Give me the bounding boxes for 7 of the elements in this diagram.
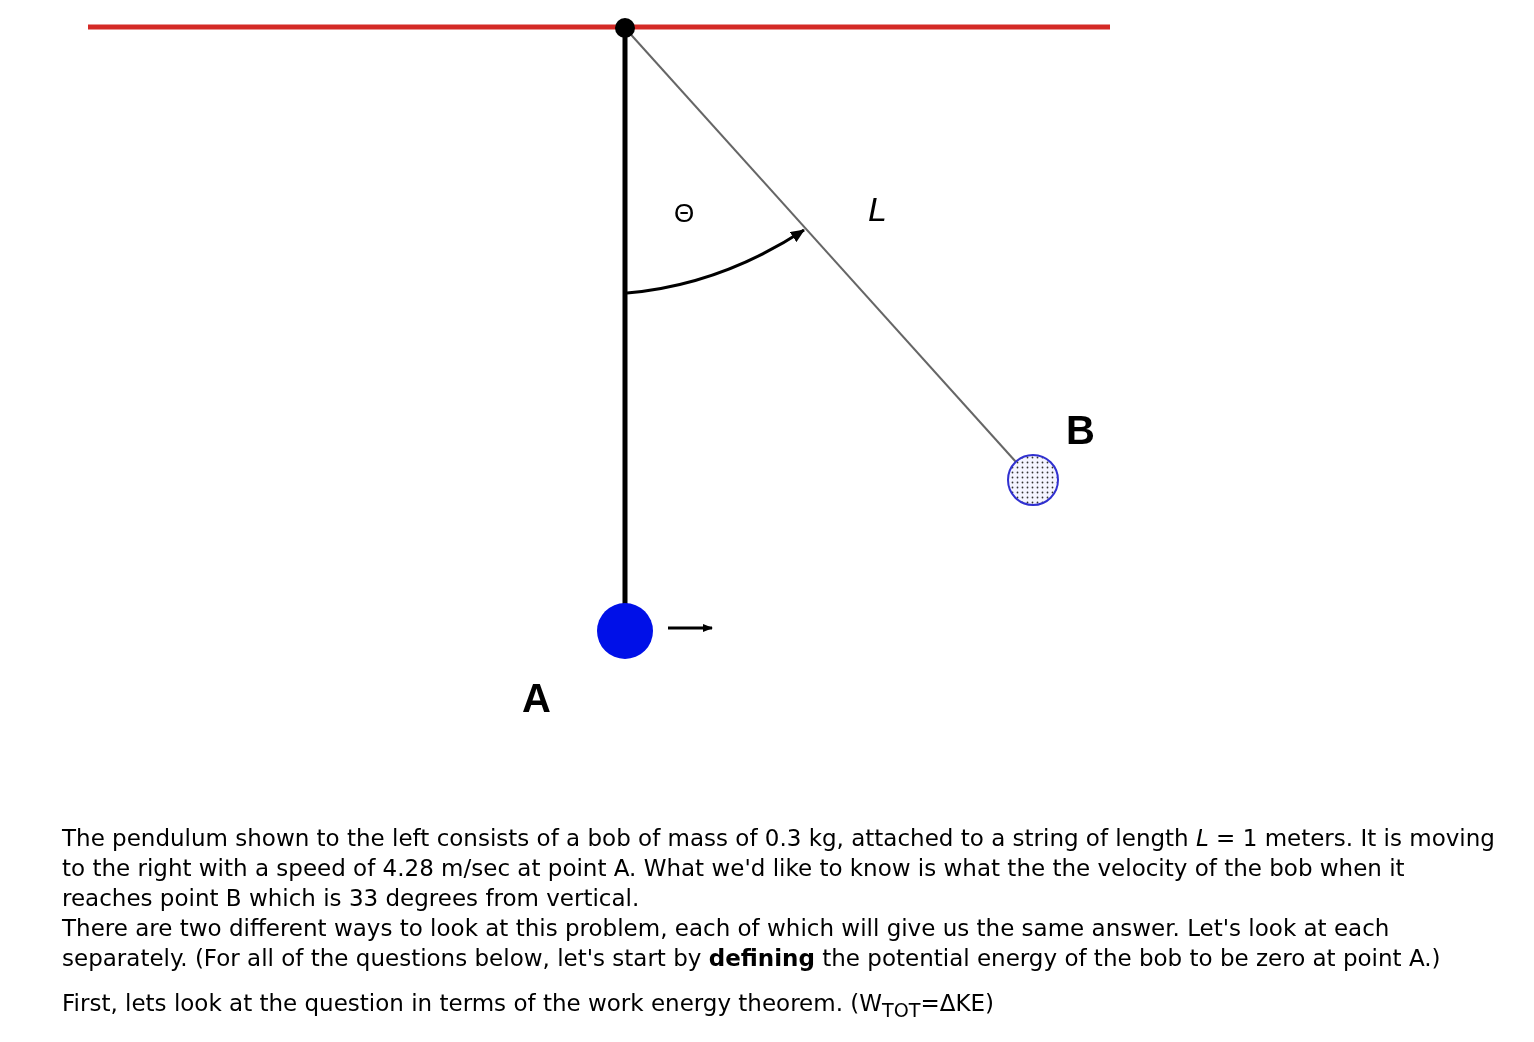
point-label: B: [1066, 408, 1095, 453]
problem-paragraph: The pendulum shown to the left consists of a bob of mass of 0.3 kg, attached to a string of length L = 1 meters. It is moving to the right with a speed of 4.28 m/sec at point A. What we'd like to know is what the the velocity of the bob when it reaches point B which is 33 degrees from vertical.: [62, 824, 1496, 913]
length-label: L: [868, 190, 887, 229]
problem-paragraph: There are two different ways to look at this problem, each of which will give us the same answer. Let's look at each separately. (For all of the questions below, let's start by defining the potential energy of the bob to be zero at point A.): [62, 914, 1442, 973]
problem-paragraph: First, lets look at the question in terms of the work energy theorem. (W$_{TOT}$=ΔKE): [62, 989, 996, 1024]
angle-symbol: Θ: [674, 198, 695, 229]
point-label: A: [522, 676, 551, 721]
